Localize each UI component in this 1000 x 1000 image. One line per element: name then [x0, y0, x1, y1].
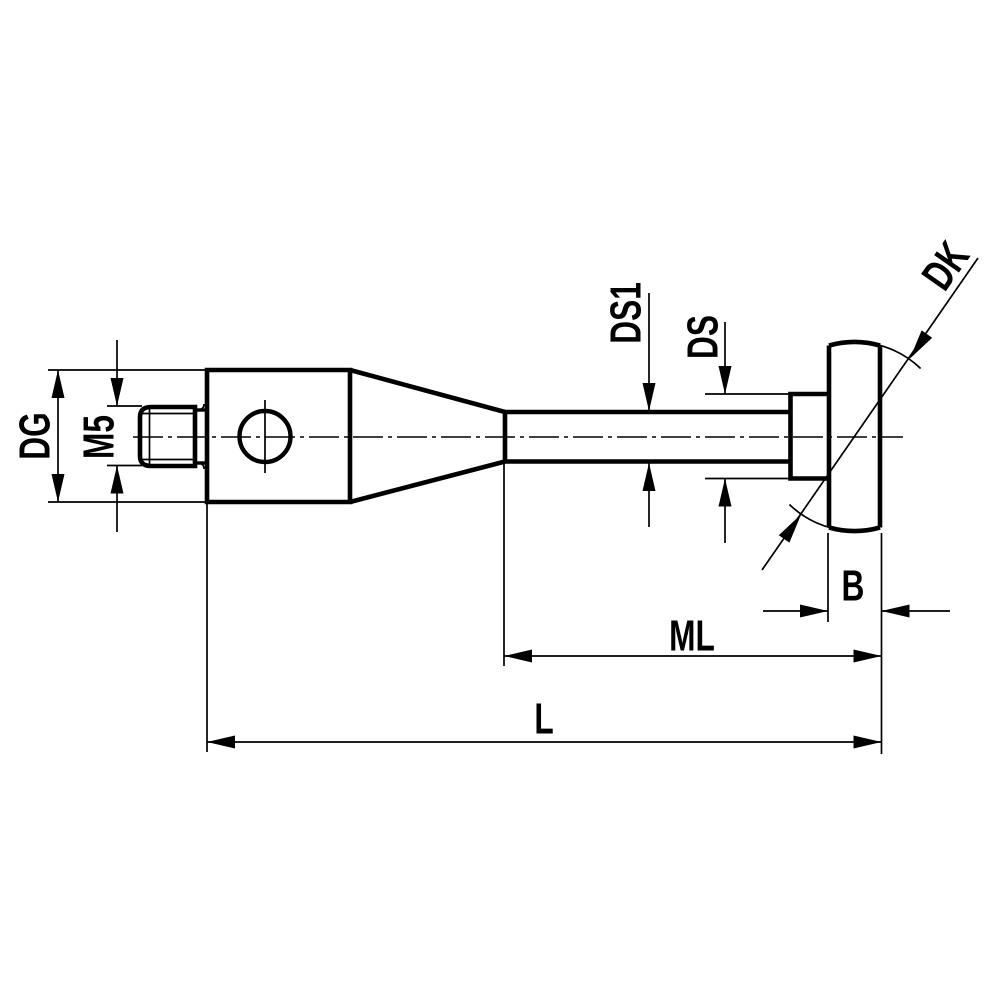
collar-outline	[788, 391, 829, 481]
l-label: L	[534, 694, 553, 743]
dk-arrow-lower	[778, 514, 802, 543]
cross-hole	[237, 408, 293, 465]
dimension-dg: DG	[10, 369, 207, 503]
ds-arrow-down	[718, 366, 732, 394]
l-arrow-right	[853, 735, 882, 749]
dg-label: DG	[10, 412, 59, 460]
m5-arrow-up	[110, 465, 124, 494]
ml-arrow-left	[504, 649, 532, 663]
ds1-arrow-down	[642, 383, 656, 411]
ml-arrow-right	[853, 649, 882, 663]
b-arrow-left	[881, 604, 910, 618]
cone-bottom-edge	[349, 459, 506, 505]
dg-arrow-down	[51, 474, 65, 502]
dimension-b: B	[763, 533, 950, 754]
dk-arrow-upper	[909, 330, 933, 359]
cone-top-edge	[349, 367, 506, 415]
stylus-part	[137, 339, 883, 534]
ds1-label: DS1	[601, 282, 650, 344]
b-label: B	[842, 561, 865, 610]
dg-arrow-up	[51, 370, 65, 398]
ds-label: DS	[678, 315, 727, 359]
dimension-m5: M5	[74, 340, 142, 532]
dimension-ml: ML	[503, 464, 882, 666]
m5-arrow-down	[110, 378, 124, 406]
thread-runout-top	[196, 403, 205, 411]
dk-arc-lower	[788, 503, 849, 532]
m5-label: M5	[74, 415, 123, 459]
dimension-ds: DS	[678, 315, 790, 543]
b-arrow-right	[800, 604, 828, 618]
ds1-arrow-up	[642, 463, 656, 491]
dimension-ds1: DS1	[601, 282, 656, 527]
l-arrow-left	[207, 735, 235, 749]
thread-outline	[137, 404, 198, 469]
ds-arrow-up	[718, 478, 732, 507]
dk-arc-upper	[861, 341, 922, 370]
dimension-l: L	[206, 504, 882, 752]
thread-runout-bottom	[196, 462, 205, 470]
ml-label: ML	[669, 611, 715, 660]
